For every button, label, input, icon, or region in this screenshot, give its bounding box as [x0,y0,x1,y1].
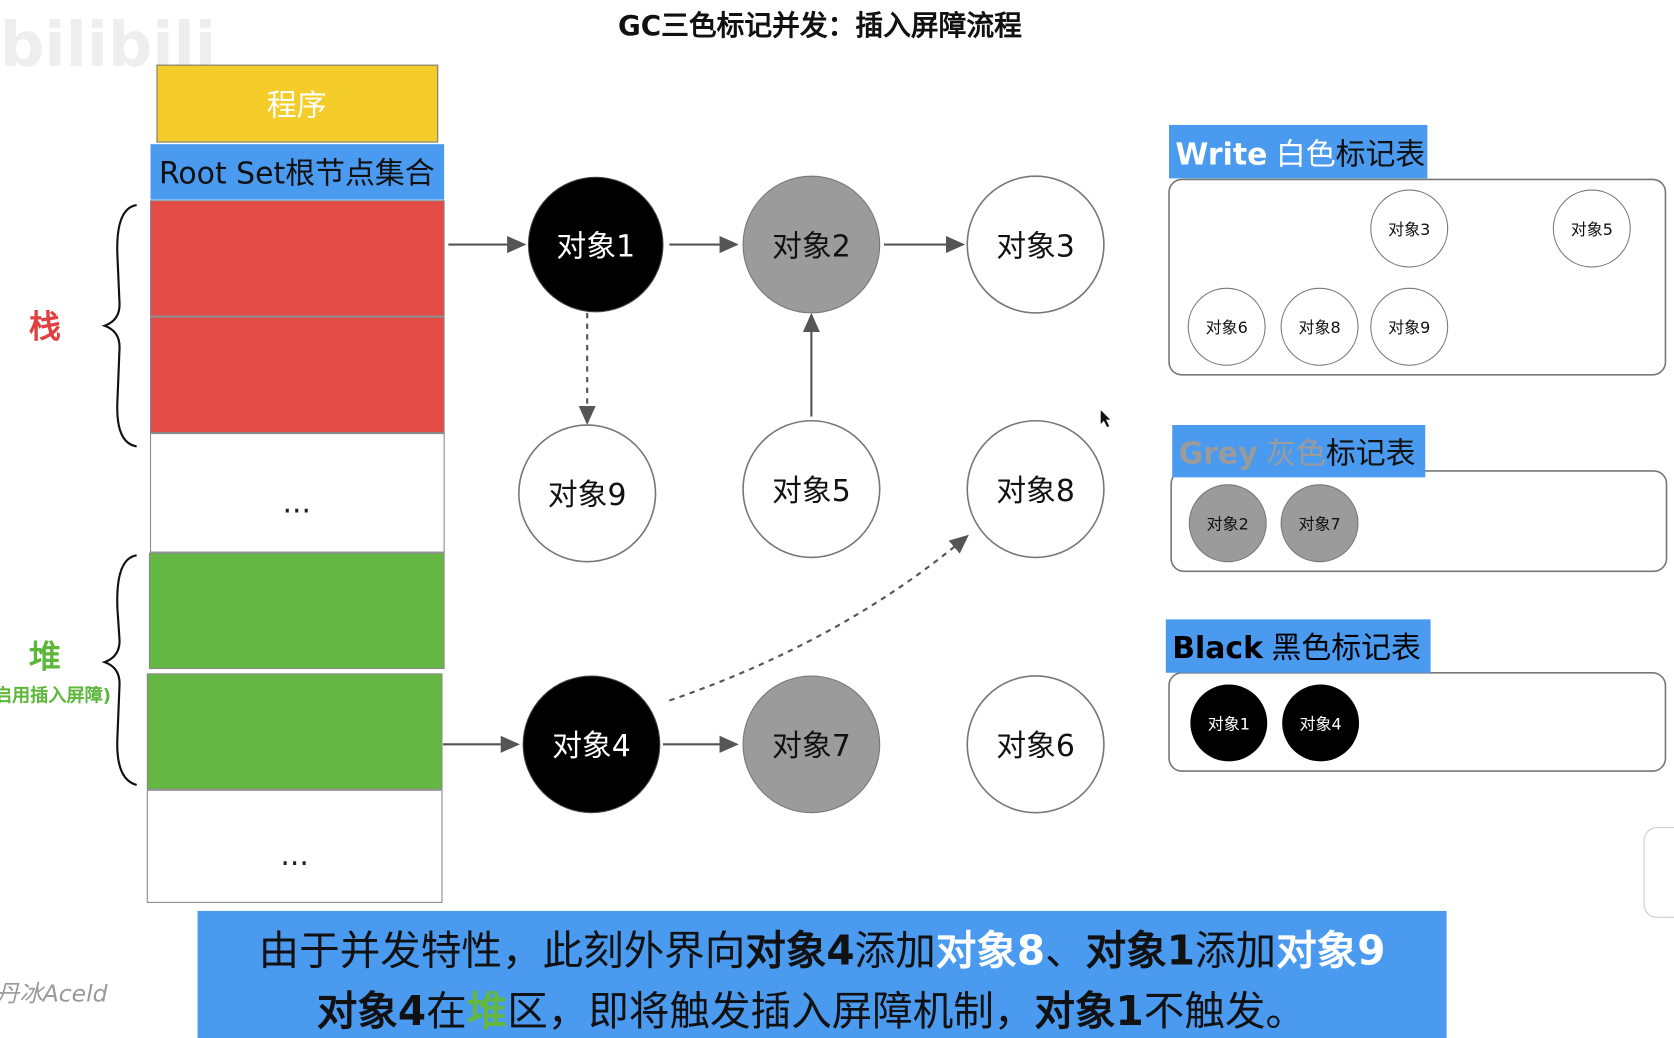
black-table-name-color: 黑色 [1272,631,1332,666]
white-table-title: Write 白色标记表 [1175,137,1425,172]
caption-segment: 区，即将触发插入屏障机制， [507,987,1034,1035]
node-obj7-label: 对象7 [772,729,851,764]
white-table-name-suffix: 标记表 [1336,137,1426,172]
caption-segment: 对象1 [1034,987,1143,1035]
node-obj2 [742,175,881,314]
mouse-cursor-icon [1100,410,1111,428]
author-mark: 丹冰Aceld [0,980,109,1008]
white-mark-table: Write 白色标记表 对象3 对象5 对象6 对象8 对象9 [1168,124,1667,376]
white-item-label: 对象3 [1388,220,1430,239]
grey-table-name-suffix: 标记表 [1326,436,1416,471]
caption-segment: 在 [426,987,467,1035]
heap-label: 堆 [29,637,61,675]
heap-slot [148,552,445,670]
node-obj3-label: 对象3 [996,229,1075,264]
node-obj2-label: 对象2 [772,229,851,264]
white-item-label: 对象5 [1571,220,1613,239]
caption-segment: 对象9 [1276,926,1385,974]
ellipsis: ... [283,486,311,521]
black-table-name-suffix: 标记表 [1331,631,1421,666]
caption-segment: 添加 [1195,926,1276,974]
grey-item [1280,484,1359,563]
node-obj4-label: 对象4 [552,729,631,764]
stack-brace [101,203,137,448]
grey-item [1188,484,1267,563]
node-obj6-label: 对象6 [996,729,1075,764]
white-table-header [1169,124,1428,179]
heap-note: (启用插入屏障) [0,685,111,707]
node-obj6 [966,675,1105,814]
caption-segment: 、 [1045,926,1086,974]
caption-segment: 对象1 [1086,926,1195,974]
grey-table-name-en: Grey [1179,436,1258,471]
node-obj3 [966,175,1105,314]
object-graph: 对象1 对象2 对象3 对象9 对象5 对象8 对象4 对象7 对象6 [518,175,1105,814]
white-item [1370,189,1449,268]
heap-brace [101,554,137,786]
stack-slot [149,200,445,317]
caption-background [197,910,1447,1038]
white-item-label: 对象9 [1388,318,1430,337]
white-item [1187,287,1266,366]
program-label: 程序 [267,88,327,123]
white-item [1370,287,1449,366]
black-table-header [1165,619,1431,673]
white-table-name-en: Write [1175,137,1267,172]
white-item [1280,287,1359,366]
node-obj9-label: 对象9 [548,478,627,513]
ellipsis: ... [280,838,308,873]
heap-slot-empty [146,789,443,903]
node-obj1 [527,176,664,313]
black-item-label: 对象1 [1208,714,1250,733]
root-set-block [150,144,445,200]
white-item-label: 对象6 [1206,318,1248,337]
reference-edges [443,236,969,753]
stack-label: 栈 [29,307,61,345]
node-obj4 [522,675,661,814]
caption-box: 由于并发特性，此刻外界向对象4添加对象8、对象1添加对象9 对象4在堆区，即将触… [197,910,1447,1038]
caption-segment: 不触发。 [1144,987,1306,1035]
node-obj8 [966,419,1105,559]
caption-segment: 添加 [855,926,936,974]
caption-line-2: 对象4在堆区，即将触发插入屏障机制，对象1不触发。 [317,987,1306,1035]
caption-line-1: 由于并发特性，此刻外界向对象4添加对象8、对象1添加对象9 [259,926,1386,974]
stack-slot [149,316,445,434]
edge-obj4-obj8-dashed [669,534,969,702]
black-item [1282,684,1360,762]
grey-table-name-color: 灰色 [1266,436,1326,471]
white-table-name-color: 白色 [1276,137,1336,172]
node-obj7 [742,675,881,814]
node-obj8-label: 对象8 [996,474,1075,509]
memory-column: 程序 Root Set根节点集合 ... ... [146,64,445,903]
grey-item-label: 对象7 [1298,515,1340,534]
program-block [156,64,439,143]
white-item-label: 对象8 [1298,318,1340,337]
caption-segment: 对象8 [936,926,1045,974]
caption-segment: 由于并发特性，此刻外界向 [259,926,746,974]
white-item [1552,189,1631,268]
black-table-name-en: Black [1172,631,1264,666]
node-obj5 [742,419,881,559]
black-item [1190,684,1268,762]
black-item-label: 对象4 [1300,714,1342,733]
stack-slot-empty [149,433,445,553]
side-widget[interactable] [1643,827,1674,918]
root-set-label: Root Set根节点集合 [159,157,435,192]
node-obj9 [518,424,657,563]
grey-table-header [1172,425,1426,478]
page-title: GC三色标记并发：插入屏障流程 [618,9,1022,42]
caption-segment: 对象4 [745,926,854,974]
caption-segment: 对象4 [317,987,426,1035]
heap-slot [146,673,443,790]
node-obj1-label: 对象1 [556,229,635,264]
caption-segment: 堆 [467,987,508,1035]
grey-item-label: 对象2 [1207,515,1249,534]
node-obj5-label: 对象5 [772,474,851,509]
